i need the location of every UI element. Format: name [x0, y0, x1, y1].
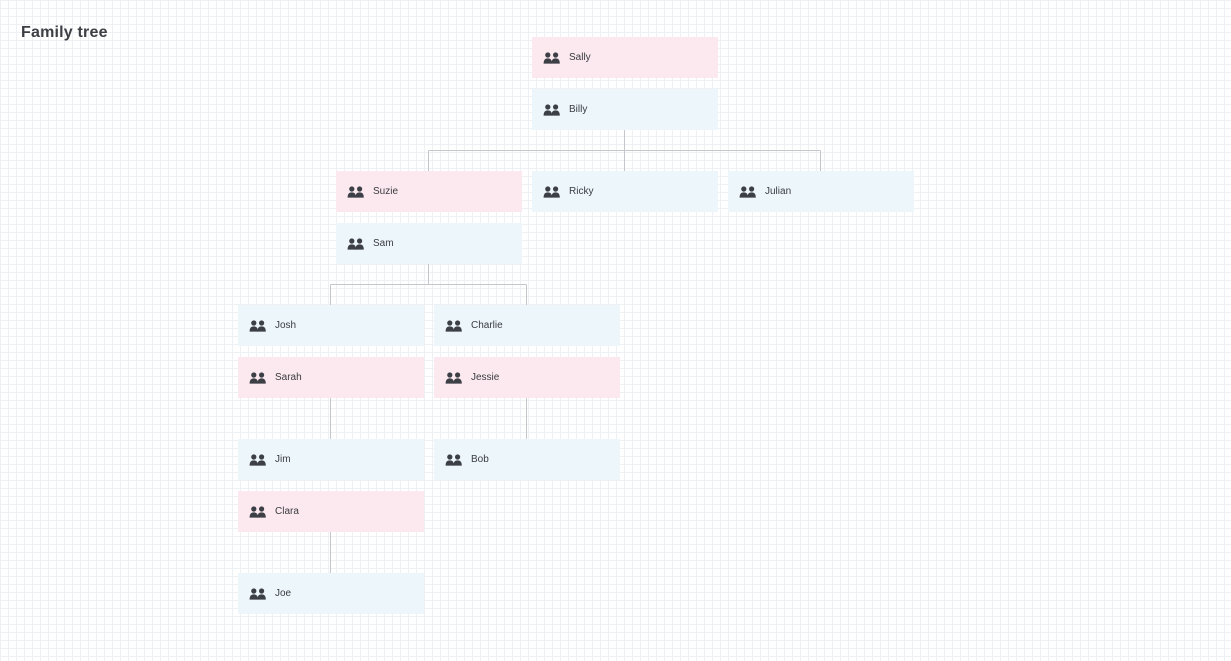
person-name: Ricky	[569, 186, 594, 197]
person-node-sarah[interactable]: Sarah	[238, 357, 424, 398]
person-name: Bob	[471, 454, 489, 465]
page-title: Family tree	[21, 24, 108, 41]
people-icon	[543, 185, 561, 198]
people-icon	[445, 371, 463, 384]
person-node-suzie[interactable]: Suzie	[336, 171, 522, 212]
person-node-billy[interactable]: Billy	[532, 89, 718, 130]
people-icon	[543, 103, 561, 116]
people-icon	[249, 371, 267, 384]
person-name: Jessie	[471, 372, 500, 383]
people-icon	[249, 319, 267, 332]
person-node-jim[interactable]: Jim	[238, 439, 424, 480]
person-name: Billy	[569, 104, 588, 115]
person-name: Charlie	[471, 320, 503, 331]
person-node-sam[interactable]: Sam	[336, 223, 522, 264]
people-icon	[249, 505, 267, 518]
person-name: Sam	[373, 238, 394, 249]
person-node-jessie[interactable]: Jessie	[434, 357, 620, 398]
people-icon	[249, 453, 267, 466]
people-icon	[347, 237, 365, 250]
people-icon	[445, 319, 463, 332]
person-name: Sally	[569, 52, 591, 63]
person-name: Jim	[275, 454, 291, 465]
person-node-bob[interactable]: Bob	[434, 439, 620, 480]
people-icon	[445, 453, 463, 466]
person-node-charlie[interactable]: Charlie	[434, 305, 620, 346]
person-name: Julian	[765, 186, 792, 197]
person-node-julian[interactable]: Julian	[728, 171, 914, 212]
person-name: Joe	[275, 588, 292, 599]
person-name: Josh	[275, 320, 297, 331]
person-node-ricky[interactable]: Ricky	[532, 171, 718, 212]
people-icon	[543, 51, 561, 64]
people-icon	[347, 185, 365, 198]
person-name: Suzie	[373, 186, 399, 197]
person-node-joe[interactable]: Joe	[238, 573, 424, 614]
people-icon	[249, 587, 267, 600]
person-node-clara[interactable]: Clara	[238, 491, 424, 532]
person-node-josh[interactable]: Josh	[238, 305, 424, 346]
person-name: Clara	[275, 506, 299, 517]
person-node-sally[interactable]: Sally	[532, 37, 718, 78]
people-icon	[739, 185, 757, 198]
person-name: Sarah	[275, 372, 302, 383]
